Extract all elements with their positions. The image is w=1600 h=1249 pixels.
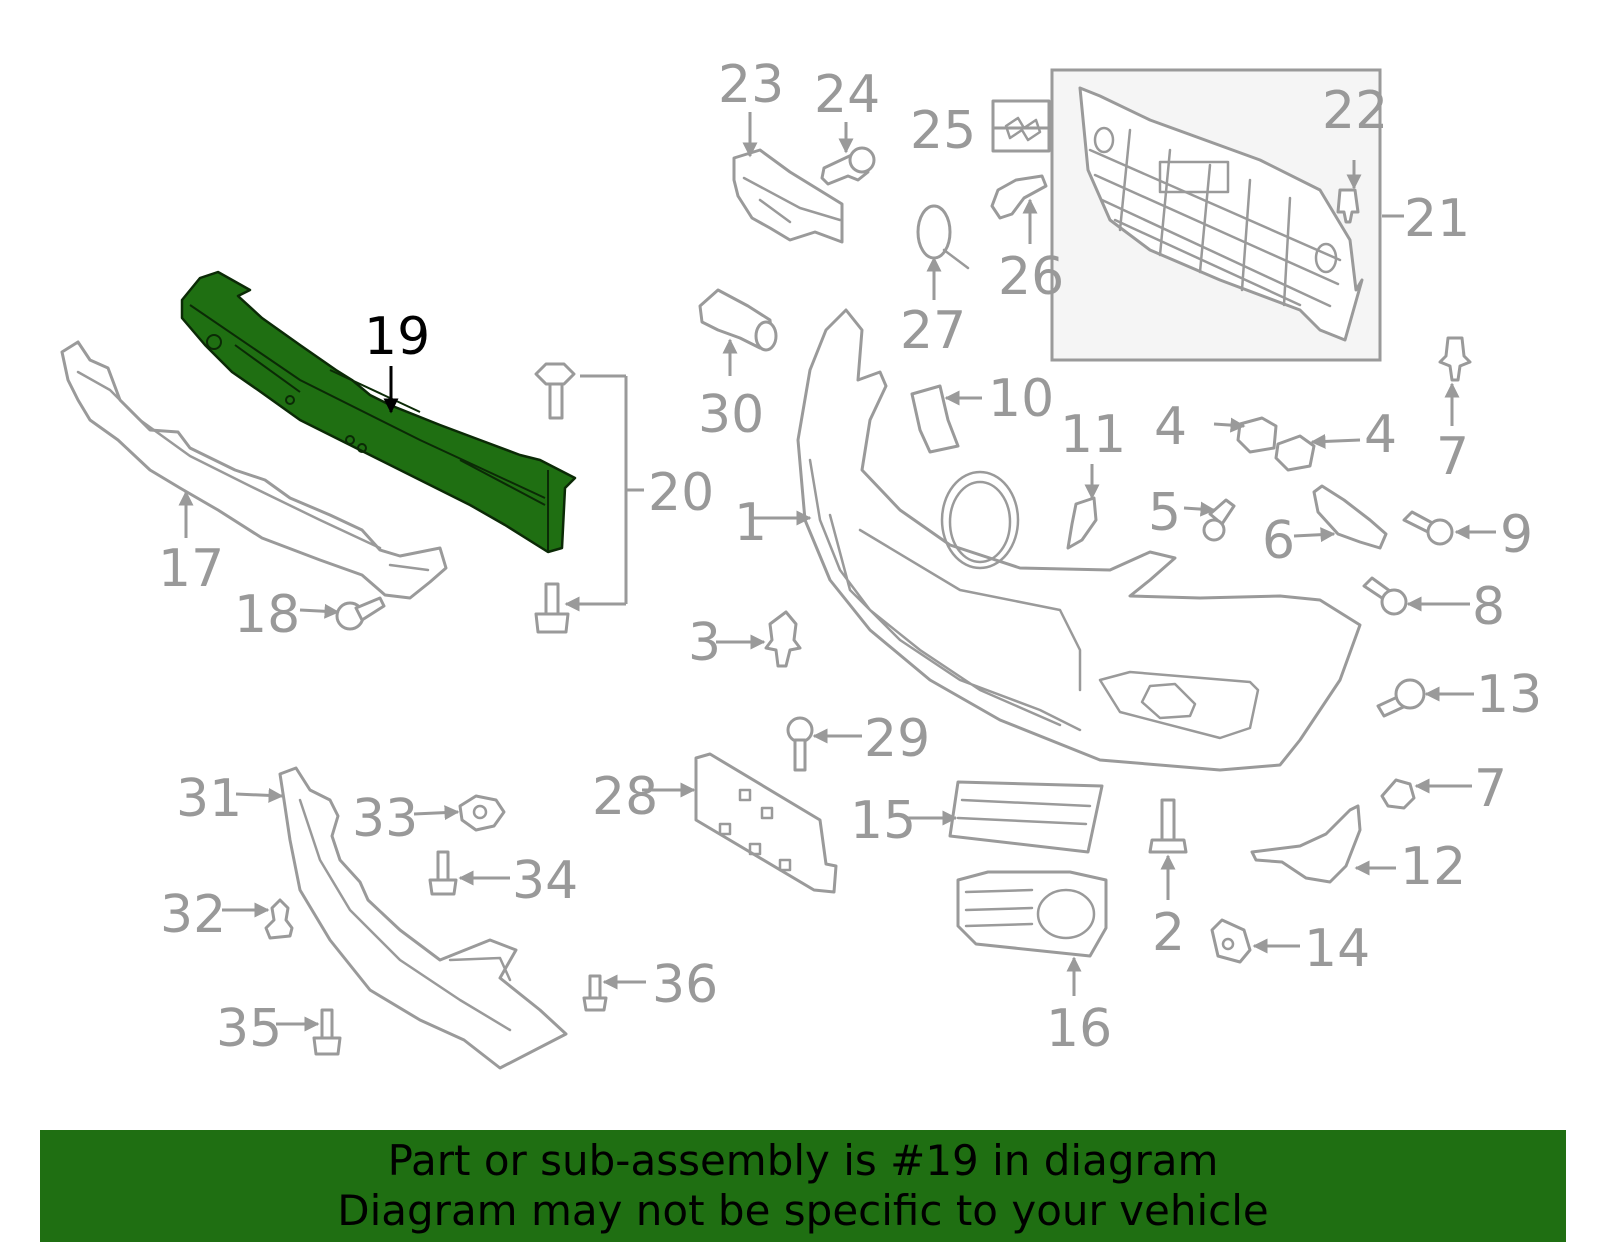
splash-shield-part-12[interactable] xyxy=(1250,804,1362,884)
push-pin-part-7-lower[interactable] xyxy=(1380,778,1416,810)
hook-part-26[interactable] xyxy=(990,174,1048,220)
bumper-cover-part-1[interactable] xyxy=(796,308,1362,772)
callout-4-left: 4 xyxy=(1154,397,1187,457)
bolt-part-36[interactable] xyxy=(582,974,608,1012)
callout-13: 13 xyxy=(1476,665,1542,725)
license-plate-bracket-part-28[interactable] xyxy=(694,752,838,894)
callout-11: 11 xyxy=(1060,405,1126,465)
banner-line-part: Part or sub-assembly is #19 in diagram xyxy=(387,1136,1219,1185)
callout-30: 30 xyxy=(698,385,764,445)
bolt-part-20-upper[interactable] xyxy=(534,362,576,420)
callout-18: 18 xyxy=(234,585,300,645)
callout-32: 32 xyxy=(160,885,226,945)
tow-cap-part-27[interactable] xyxy=(916,204,970,270)
banner-line-disclaimer: Diagram may not be specific to your vehi… xyxy=(337,1186,1269,1235)
bolt-part-35[interactable] xyxy=(312,1008,342,1056)
clip-part-4-left[interactable] xyxy=(1236,416,1278,454)
callout-29: 29 xyxy=(864,709,930,769)
callout-7-lower: 7 xyxy=(1474,759,1507,819)
callout-34: 34 xyxy=(512,851,578,911)
callout-27: 27 xyxy=(900,301,966,361)
nut-part-14[interactable] xyxy=(1210,918,1252,964)
push-pin-part-7-top[interactable] xyxy=(1438,336,1472,382)
bolt-part-9[interactable] xyxy=(1402,510,1454,546)
under-cover-part-31[interactable] xyxy=(278,766,568,1070)
bolt-part-34[interactable] xyxy=(428,850,458,896)
callout-31: 31 xyxy=(176,769,242,829)
callout-12: 12 xyxy=(1400,837,1466,897)
callout-35: 35 xyxy=(216,999,282,1059)
bracket-part-23[interactable] xyxy=(732,148,844,244)
callout-33: 33 xyxy=(352,789,418,849)
callout-23: 23 xyxy=(718,55,784,115)
push-clip-part-3[interactable] xyxy=(764,610,802,668)
bracket-part-10[interactable] xyxy=(910,384,960,454)
clip-part-4-right[interactable] xyxy=(1274,434,1316,472)
nut-part-33[interactable] xyxy=(458,794,506,832)
callout-15: 15 xyxy=(850,791,916,851)
callout-25: 25 xyxy=(910,101,976,161)
screw-part-32[interactable] xyxy=(264,898,294,940)
sensor-part-30[interactable] xyxy=(698,288,778,352)
emblem-part-25[interactable] xyxy=(991,99,1051,153)
callout-7-top: 7 xyxy=(1436,427,1469,487)
energy-absorber-part-17[interactable] xyxy=(60,340,448,600)
callout-22: 22 xyxy=(1322,81,1388,141)
callout-16: 16 xyxy=(1046,999,1112,1059)
clip-part-18[interactable] xyxy=(335,596,386,631)
reinforcement-bar-part-19[interactable] xyxy=(180,270,577,554)
callout-36: 36 xyxy=(652,955,718,1015)
callout-28: 28 xyxy=(592,767,658,827)
bolt-part-20-lower[interactable] xyxy=(534,582,570,634)
callout-8: 8 xyxy=(1472,577,1505,637)
callout-3: 3 xyxy=(688,613,721,673)
callout-26: 26 xyxy=(998,247,1064,307)
grille-group-part-21[interactable] xyxy=(1050,68,1382,362)
callout-4-right: 4 xyxy=(1364,405,1397,465)
bolt-part-24[interactable] xyxy=(820,146,876,186)
callout-21: 21 xyxy=(1404,189,1470,249)
lamp-cover-part-15[interactable] xyxy=(948,780,1104,854)
callout-24: 24 xyxy=(814,65,880,125)
callout-17: 17 xyxy=(158,539,224,599)
callout-5: 5 xyxy=(1148,483,1181,543)
callout-20: 20 xyxy=(648,463,714,523)
callout-6: 6 xyxy=(1262,511,1295,571)
bolt-part-2[interactable] xyxy=(1148,798,1188,854)
fog-lamp-bezel-part-16[interactable] xyxy=(956,870,1108,958)
callout-14: 14 xyxy=(1304,919,1370,979)
bolt-part-8[interactable] xyxy=(1362,576,1408,616)
info-banner: Part or sub-assembly is #19 in diagram D… xyxy=(40,1130,1566,1242)
bolt-part-5[interactable] xyxy=(1202,498,1236,542)
callout-19: 19 xyxy=(364,307,430,367)
callout-9: 9 xyxy=(1500,505,1533,565)
bracket-part-6[interactable] xyxy=(1312,484,1388,550)
callout-1: 1 xyxy=(734,493,767,553)
leader-lines xyxy=(178,112,1496,1032)
bolt-part-29[interactable] xyxy=(786,716,814,772)
bolt-part-13[interactable] xyxy=(1376,678,1426,718)
callout-10: 10 xyxy=(988,369,1054,429)
callout-2: 2 xyxy=(1152,903,1185,963)
clip-part-22[interactable] xyxy=(1336,188,1360,224)
callout-labels: 1 2 3 4 4 5 6 7 7 8 9 10 11 12 13 14 15 … xyxy=(158,55,1542,1059)
bracket-part-11[interactable] xyxy=(1066,496,1098,550)
